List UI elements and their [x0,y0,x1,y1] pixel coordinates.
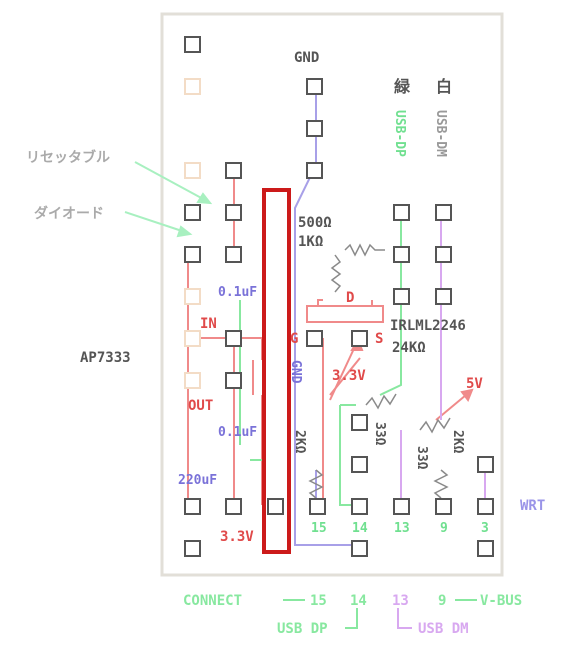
v5-label: 5V [466,376,483,392]
pad [184,36,201,53]
pad [477,540,494,557]
pad [477,498,494,515]
s-pin-label: S [375,331,383,347]
pad [435,288,452,305]
ap7333-label: AP7333 [80,350,131,366]
pad [351,498,368,515]
pin-13-label: 13 [394,521,410,536]
gnd-top-label: GND [294,50,319,66]
faint-pad [184,288,201,305]
pad [225,246,242,263]
highlight-box [262,188,291,554]
pin-3-label: 3 [481,521,489,536]
connect-lines [397,608,412,629]
pad [184,204,201,221]
res-500-label: 500Ω [298,215,332,231]
conn-15-label: 15 [310,593,327,609]
d-pin-label: D [346,290,354,306]
pad [393,204,410,221]
mosfet-body [306,305,384,323]
irlml-label: IRLML2246 [390,318,466,334]
pad [225,204,242,221]
conn-14-label: 14 [350,593,367,609]
pad [351,456,368,473]
pad [477,456,494,473]
usb-dm-vertical-label: USB-DM [433,110,448,157]
faint-pad [184,330,201,347]
pad [435,498,452,515]
in-label: IN [200,316,217,332]
pad [184,498,201,515]
diode-label: ダイオード [34,205,104,222]
res-24k-label: 24KΩ [392,340,426,356]
pad [225,372,242,389]
conn-13-label: 13 [392,593,409,609]
faint-pads [184,78,201,389]
res-1k-label: 1KΩ [298,234,323,250]
pad [306,330,323,347]
faint-pad [184,372,201,389]
v33-bottom-label: 3.3V [220,529,254,545]
pad [393,498,410,515]
pad [225,330,242,347]
pad [184,246,201,263]
res-33-left-label: 33Ω [372,422,387,446]
pad [435,246,452,263]
green-char-label: 緑 [394,77,411,96]
v33-mid-label: 3.3V [332,368,366,384]
res-33-right-label: 33Ω [414,446,429,470]
pad [351,540,368,557]
connect-label: CONNECT [183,593,242,609]
pad [225,162,242,179]
cap-01-top-label: 0.1uF [218,285,257,300]
pad [306,162,323,179]
faint-pad [184,162,201,179]
pads [184,36,494,557]
usb-dm-label: USB DM [418,621,469,637]
pin-14-label: 14 [352,521,368,536]
cap-220-label: 220uF [178,473,217,488]
pad [351,330,368,347]
usb-dp-vertical-label: USB-DP [392,110,407,157]
gnd-vertical-label: GND [288,360,303,384]
pad [306,78,323,95]
pad [225,498,242,515]
out-label: OUT [188,398,213,414]
cap-01-bot-label: 0.1uF [218,425,257,440]
vbus-label: V-BUS [480,593,522,609]
usb-dp-label: USB DP [277,621,328,637]
resettable-label: リセッタブル [26,149,110,166]
connect-lines-green [283,599,477,629]
pad [184,540,201,557]
pad [351,414,368,431]
white-char-label: 白 [436,77,452,96]
resistors [308,243,451,499]
pad [393,246,410,263]
pad [267,498,284,515]
faint-pad [184,78,201,95]
pad [435,204,452,221]
callout-arrows [124,161,213,238]
res-2k-right-label: 2KΩ [450,430,465,454]
pin-9-label: 9 [440,521,448,536]
pad [306,120,323,137]
conn-9-label: 9 [438,593,446,609]
pad [309,498,326,515]
g-pin-label: G [290,331,298,347]
pin-15-label: 15 [311,521,327,536]
wrt-label: WRT [520,498,545,514]
pad [393,288,410,305]
res-2k-left-label: 2KΩ [292,430,307,454]
